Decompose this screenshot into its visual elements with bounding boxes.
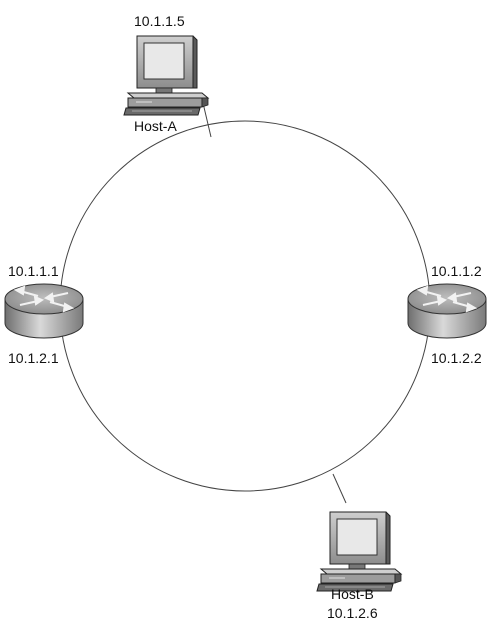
router-right-ip-top: 10.1.1.2 bbox=[431, 263, 482, 279]
router-left-ip-bottom: 10.1.2.1 bbox=[8, 350, 59, 366]
host-a-ip: 10.1.1.5 bbox=[134, 13, 185, 29]
host-b-link bbox=[332, 473, 347, 504]
network-ring bbox=[59, 120, 431, 492]
router-left-ip-top: 10.1.1.1 bbox=[8, 263, 59, 279]
router-right-ip-bottom: 10.1.2.2 bbox=[431, 350, 482, 366]
host-a-link bbox=[202, 102, 212, 138]
router-icon bbox=[4, 283, 84, 339]
router-icon bbox=[407, 283, 487, 339]
host-b-name: Host-B bbox=[331, 586, 374, 602]
workstation-icon bbox=[123, 35, 209, 116]
workstation-icon bbox=[316, 511, 402, 592]
host-b-ip: 10.1.2.6 bbox=[327, 605, 378, 621]
host-a-name: Host-A bbox=[134, 118, 177, 134]
